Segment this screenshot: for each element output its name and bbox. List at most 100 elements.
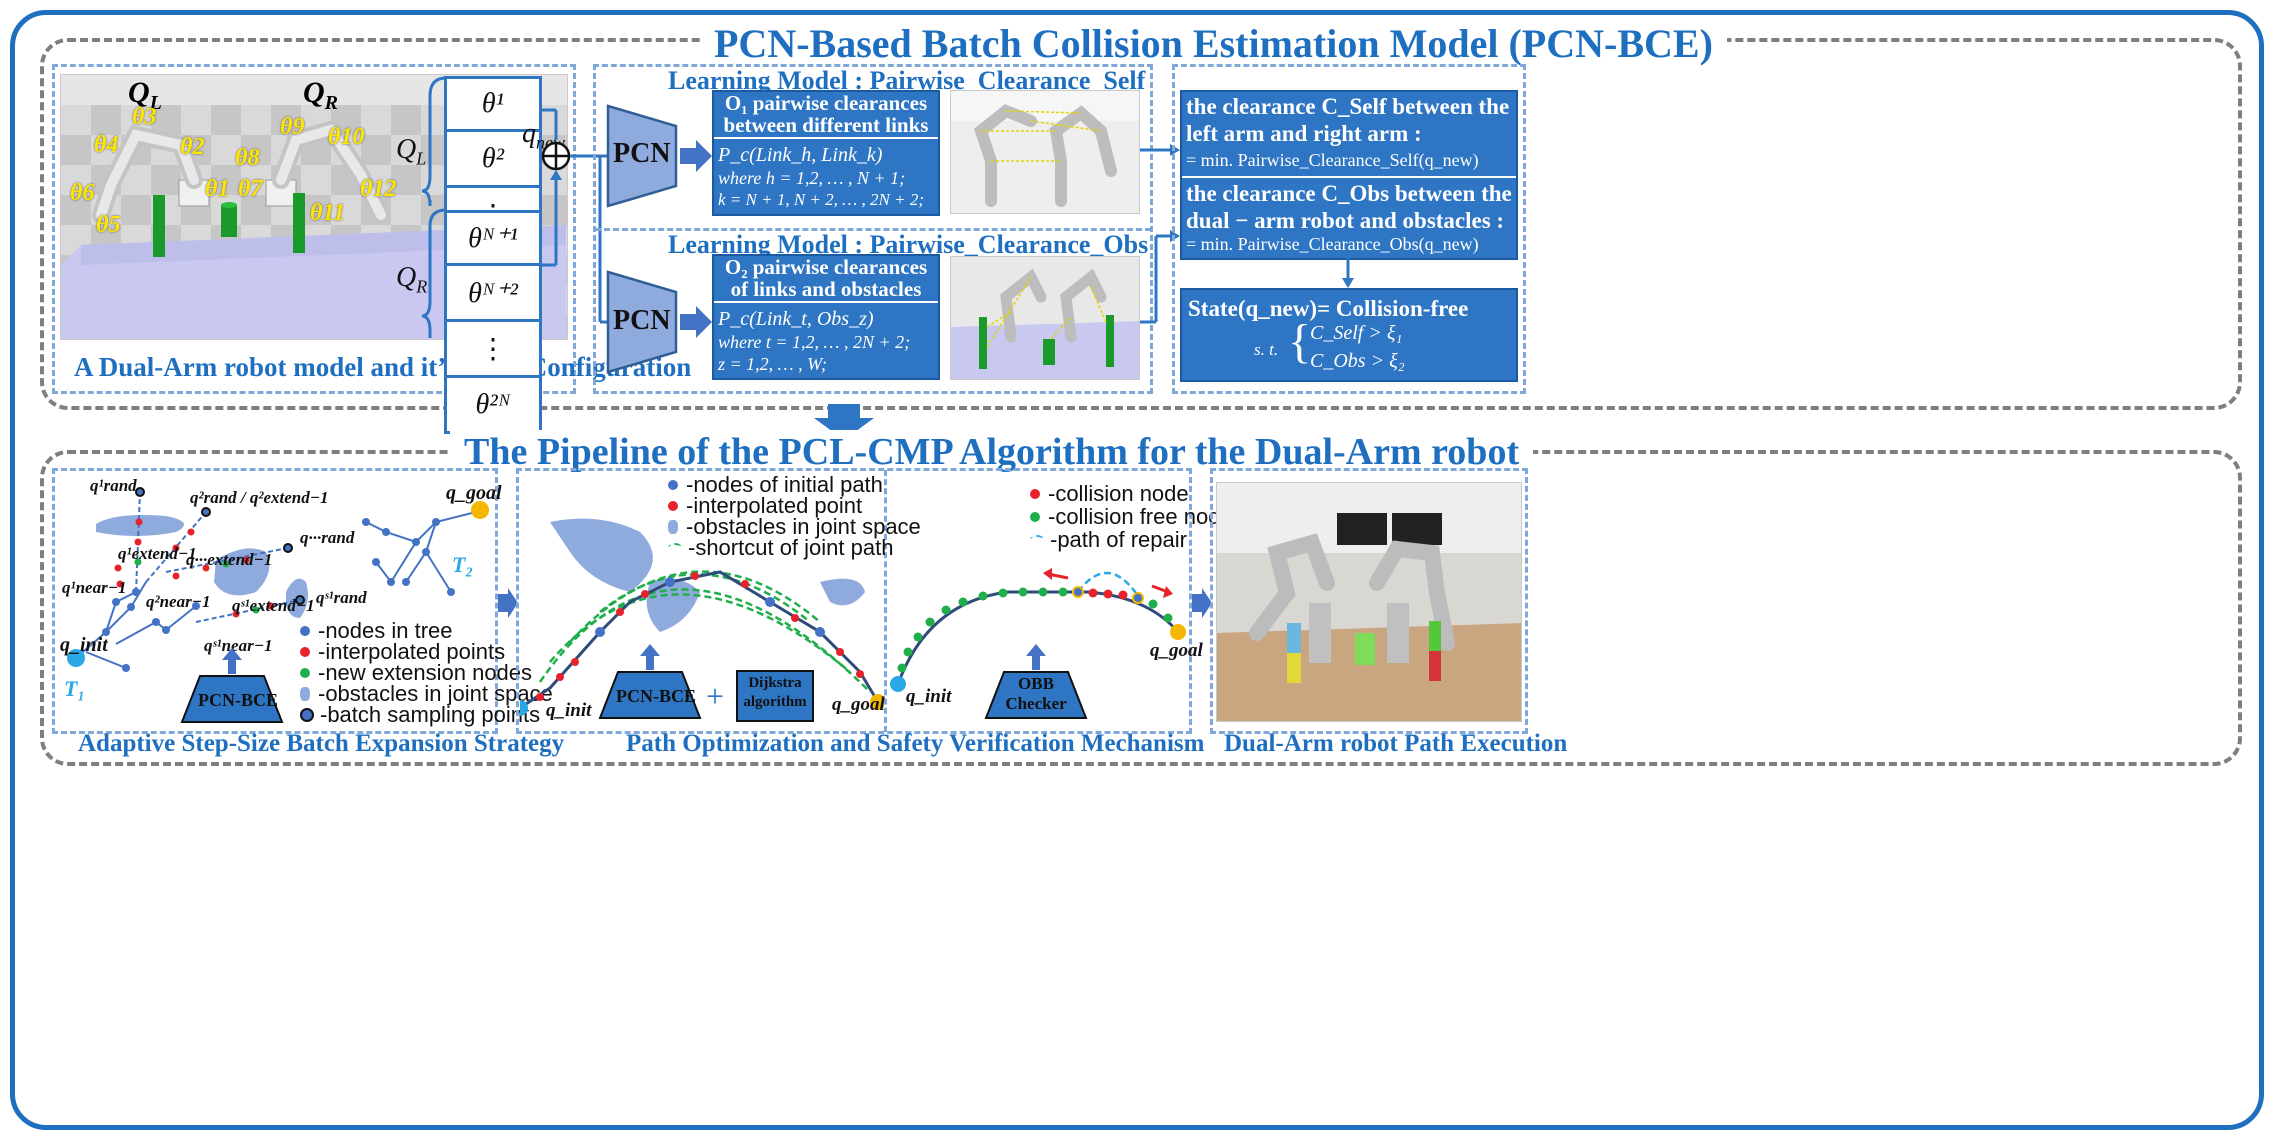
optimization-graph (520, 518, 884, 716)
state-cond-2: C_Obs > ξ₂ (1310, 350, 1405, 372)
legend-item: -nodes of initial path (686, 471, 883, 497)
verify-legend: -collision node -collision free node -pa… (1030, 480, 1233, 552)
exp-label-qinit: q_init (60, 634, 108, 656)
theta-cell: θ¹ (444, 76, 542, 132)
obs-clearance-image (950, 256, 1140, 380)
theta-cell: θᴺ⁺¹ (444, 210, 542, 266)
legend-item: -shortcut of joint path (688, 534, 894, 560)
legend-item: -new extension nodes (318, 659, 533, 685)
pcn-self-label: PCN (613, 138, 671, 169)
top-title: PCN-Based Batch Collision Estimation Mod… (700, 20, 1727, 67)
obs-box-title: O₂ pairwise clearances of links and obst… (724, 255, 928, 301)
verify-module-label: OBB Checker (1005, 674, 1067, 713)
expansion-graph (67, 487, 489, 672)
theta-cell: θᴺ⁺² (444, 266, 542, 322)
opt-q-init: q_init (546, 700, 592, 721)
joint-label: θ2 (180, 134, 205, 160)
legend-item: -interpolated point (686, 492, 863, 518)
verify-module-trapezoid (984, 671, 1088, 719)
outer-frame (10, 10, 2264, 1130)
learning-models-panel (593, 64, 1153, 394)
legend-item: -collision node (1048, 480, 1189, 506)
vector-braces (421, 76, 447, 338)
legend-item: -interpolated points (318, 638, 506, 664)
joint-label: θ4 (94, 132, 119, 158)
joint-label: θ8 (235, 145, 260, 171)
self-formula-2: where h = 1,2, … , N + 1; (718, 168, 906, 188)
obs-formula-1: P_c(Link_t, Obs_z) (718, 308, 874, 330)
clearance-to-state-arrow (1342, 258, 1354, 288)
exp-module-trapezoid (180, 675, 284, 723)
clearance-box (1180, 90, 1518, 260)
theta-cell: ⋮ (444, 322, 542, 378)
verify-module-arrow (1026, 644, 1046, 670)
pcn-obs-trapezoid (606, 270, 678, 374)
obs-formula-2: where t = 1,2, … , 2N + 2; (718, 332, 911, 352)
opt-dijkstra-label: Dijkstra algorithm (743, 675, 807, 710)
obs-clearance-title: the clearance C_Obs between the dual − a… (1186, 181, 1512, 233)
opt-divider (884, 470, 887, 732)
section-down-arrow (814, 404, 874, 440)
exp-legend: -nodes in tree -interpolated points -new… (300, 617, 553, 727)
joint-label: θ3 (132, 104, 157, 130)
state-brace: { (1288, 315, 1312, 368)
joint-label: θ9 (280, 114, 305, 140)
exp-label-qnextend: q···extend−1 (186, 550, 273, 569)
verify-q-goal: q_goal (1150, 640, 1203, 661)
joint-label: θ11 (310, 200, 346, 226)
exp-label-qs1rand: qˢ¹rand (316, 588, 367, 607)
state-box (1180, 288, 1518, 382)
theta-cell: θ²ᴺ (444, 378, 542, 434)
expansion-caption: Adaptive Step-Size Batch Expansion Strat… (78, 730, 565, 757)
self-clearance-box (712, 90, 940, 216)
optimization-panel (516, 468, 1192, 734)
exp-module-arrow (222, 648, 242, 674)
obs-formula-3: z = 1,2, … , W; (718, 354, 827, 374)
execution-caption: Dual-Arm robot Path Execution (1224, 730, 1568, 757)
legend-item: -obstacles in joint space (686, 513, 921, 539)
opt-module-trapezoid (598, 671, 702, 719)
robot-q-left: QL (128, 76, 162, 114)
self-clearance-formula: = min. Pairwise_Clearance_Self(q_new) (1186, 150, 1479, 170)
exp-label-t1: T₁ (64, 676, 86, 701)
joint-label: θ1 (205, 176, 230, 202)
execution-photo (1216, 482, 1522, 722)
joint-label: θ7 (238, 176, 263, 202)
verify-graph (890, 568, 1186, 692)
state-cond-1: C_Self > ξ₁ (1310, 322, 1403, 344)
opt-module-arrow (640, 644, 660, 670)
opt-legend: -nodes of initial path -interpolated poi… (668, 471, 921, 560)
legend-item: -path of repair (1050, 526, 1187, 552)
self-formula-3: k = N + 1, N + 2, … , 2N + 2; (718, 190, 924, 209)
arrow-opt-to-exec (1192, 588, 1212, 618)
robot-q-right: QR (303, 76, 339, 114)
exp-label-q1extend: q¹extend−1 (118, 544, 197, 563)
models-divider (595, 228, 1151, 231)
opt-plus: + (706, 678, 725, 714)
legend-item: -obstacles in joint space (318, 680, 553, 706)
opt-dijkstra-box (736, 670, 814, 722)
joint-label: θ5 (96, 212, 121, 238)
clearance-panel (1172, 64, 1526, 394)
self-clearance-image (950, 90, 1140, 214)
legend-item: -nodes in tree (318, 617, 453, 643)
exp-label-qs1near: qˢ¹near−1 (204, 636, 273, 655)
arrow-exp-to-opt (498, 588, 518, 618)
opt-module-label: PCN-BCE (616, 686, 696, 706)
verify-q-init: q_init (906, 686, 952, 707)
vector-q-left: QL (396, 134, 427, 169)
concat-connectors (541, 108, 582, 267)
pcn-self-trapezoid (606, 104, 678, 208)
exp-label-qgoal: q_goal (446, 482, 502, 504)
exp-label-t2: T₂ (452, 552, 474, 577)
self-clearance-title: the clearance C_Self between the left ar… (1186, 94, 1510, 146)
optimization-caption: Path Optimization and Safety Verificatio… (626, 730, 1205, 757)
expansion-panel (52, 468, 498, 734)
pcn-self-arrow (680, 140, 712, 172)
joint-label: θ10 (328, 124, 365, 150)
clearance-divider (1182, 176, 1516, 178)
obs-box-divider (714, 301, 938, 303)
self-formula-1: P_c(Link_h, Link_k) (718, 144, 883, 166)
exp-module-label: PCN-BCE (198, 690, 278, 710)
opt-q-goal: q_goal (832, 694, 885, 715)
